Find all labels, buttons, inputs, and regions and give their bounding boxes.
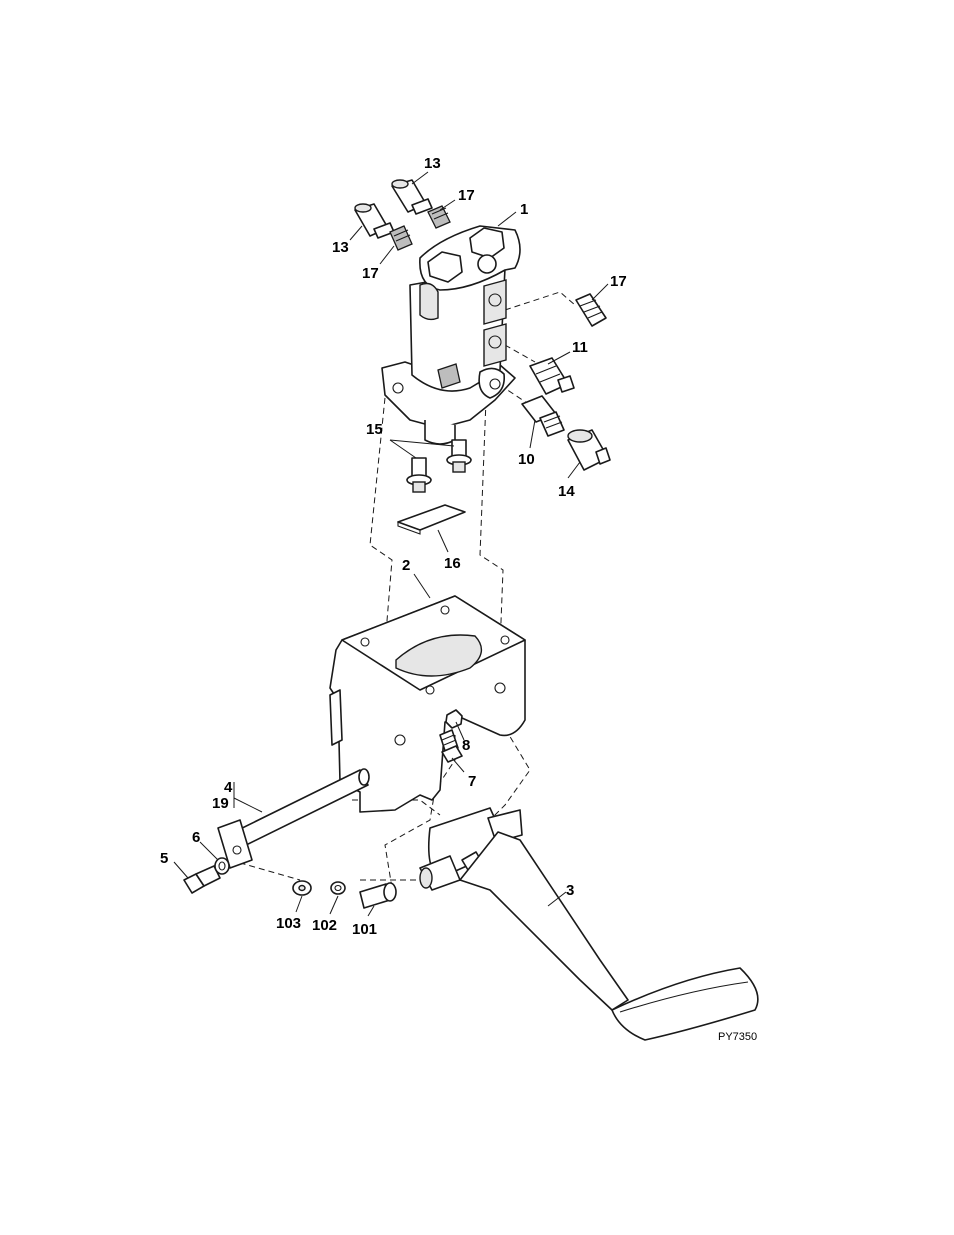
pedal-bracket [329,595,526,813]
callout-19: 19 [212,795,229,812]
callout-17-left: 17 [362,265,379,282]
callout-11: 11 [572,339,588,356]
callout-8: 8 [462,737,470,754]
callout-2: 2 [402,557,410,574]
fitting-17-left [389,225,413,251]
bolt-5 [183,865,221,894]
callout-7: 7 [468,773,476,790]
fitting-14 [567,429,611,471]
callout-5: 5 [160,850,168,867]
callout-3: 3 [566,882,574,899]
fitting-13-upper [391,179,433,215]
brake-pedal [419,807,759,1041]
bolt-101 [359,882,397,909]
bolt-7 [439,729,463,763]
fitting-13-lower [354,203,395,239]
callout-102: 102 [312,917,337,934]
washer-6 [214,857,230,875]
fitting-11 [529,357,575,395]
push-rod-15-right [446,439,472,473]
washer-102 [330,881,346,895]
push-rod-15-left [406,457,432,493]
leader-lines [173,171,609,917]
fitting-17-right [575,293,607,327]
callout-1: 1 [520,201,528,218]
fitting-17-upper [427,205,451,229]
brake-valve-body [381,225,521,445]
callout-13-upper: 13 [424,155,441,172]
washer-103 [292,880,312,896]
callout-17-upper: 17 [458,187,475,204]
callout-15: 15 [366,421,383,438]
fitting-10 [521,395,565,437]
callout-13-lower: 13 [332,239,349,256]
callout-101: 101 [352,921,377,938]
callout-17-right: 17 [610,273,627,290]
figure-id-label: PY7350 [718,1031,757,1043]
callout-14: 14 [558,483,575,500]
callout-16: 16 [444,555,461,572]
nut-8 [445,709,463,729]
pivot-shaft [217,768,370,869]
callout-4: 4 [224,779,233,796]
callout-6: 6 [192,829,200,846]
callout-103: 103 [276,915,301,932]
callout-labels: 13 17 1 13 17 17 11 15 10 14 16 2 8 7 4 … [160,155,627,938]
callout-10: 10 [518,451,535,468]
shim-16 [397,504,466,535]
